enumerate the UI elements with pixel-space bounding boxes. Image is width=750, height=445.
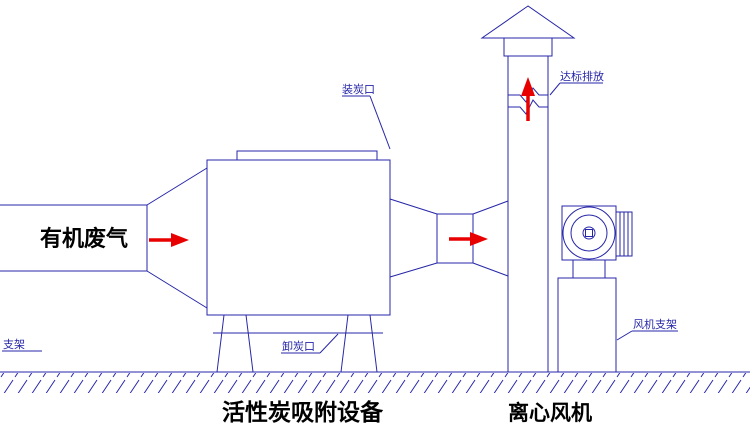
- inlet-flare-top: [146, 167, 208, 206]
- motor-circle-outer: [562, 206, 616, 260]
- adsorber-box: [206, 150, 391, 316]
- outlet-flow-arrow: [449, 232, 488, 246]
- outlet-flare-top: [389, 198, 438, 215]
- inlet-duct: [0, 167, 208, 309]
- ground-hatching: [0, 373, 750, 393]
- leader-line: [369, 95, 391, 150]
- motor-circle-inner: [582, 226, 596, 240]
- motor-circle-mid: [570, 214, 608, 252]
- adsorber-caption: 活性炭吸附设备: [222, 399, 384, 425]
- unload-port-label-group: 卸炭口: [281, 333, 339, 354]
- inlet-gas-label: 有机废气: [40, 226, 128, 251]
- emission-label-group: 达标排放: [549, 69, 604, 96]
- load-port-label-group: 装炭口: [342, 83, 391, 150]
- emission-flow-arrow: [521, 77, 535, 121]
- inlet-flow-arrow: [149, 233, 189, 247]
- motor-frame: [561, 205, 617, 261]
- exhaust-stack: [480, 5, 576, 372]
- carbon-load-lid: [236, 150, 378, 161]
- fan-caption: 离心风机: [508, 401, 592, 425]
- fan-support-label-group: 风机支架: [616, 317, 678, 341]
- load-port-label: 装炭口: [342, 83, 375, 96]
- motor-hub: [585, 229, 593, 237]
- adsorber-body: [206, 159, 391, 316]
- unload-port-label: 卸炭口: [282, 339, 315, 353]
- fan-pedestal: [557, 277, 617, 373]
- stack-collar: [503, 37, 553, 57]
- outlet-flare-bottom: [389, 262, 438, 278]
- support-frame: [213, 314, 383, 373]
- fan-support-label: 风机支架: [633, 317, 677, 331]
- frame-support-label-group: 支架: [2, 338, 42, 352]
- leader-line: [549, 82, 561, 96]
- inlet-flare-bottom: [146, 270, 208, 309]
- emission-label: 达标排放: [560, 69, 604, 83]
- fan-motor: [561, 205, 633, 279]
- ground: [0, 371, 750, 393]
- rain-cap: [480, 5, 576, 39]
- motor-base: [572, 259, 606, 279]
- leader-line: [616, 330, 633, 341]
- frame-support-label: 支架: [3, 338, 25, 351]
- leader-line: [319, 333, 339, 354]
